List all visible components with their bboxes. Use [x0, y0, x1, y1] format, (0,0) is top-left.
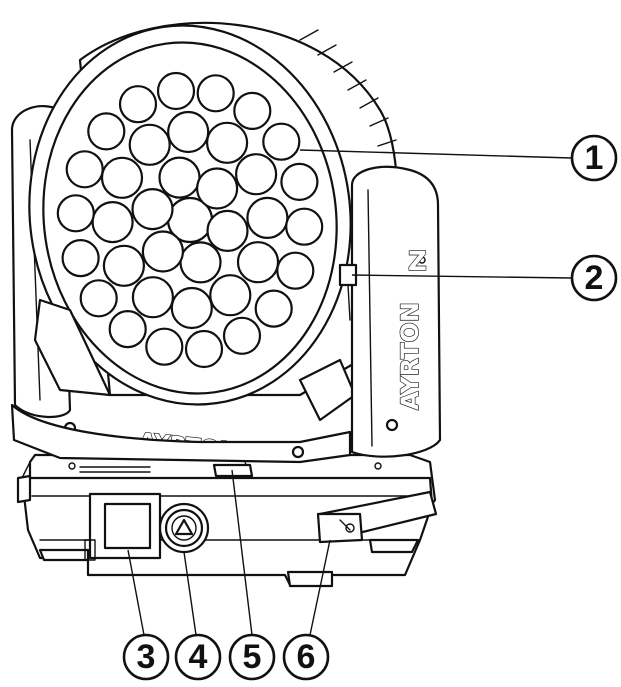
callout-6-label: 6 — [297, 638, 316, 676]
callout-4: 4 — [174, 633, 222, 681]
led-lens — [91, 201, 134, 244]
led-lens — [262, 122, 301, 161]
led-lens — [79, 279, 118, 318]
led-lens — [108, 310, 147, 349]
callout-2-label: 2 — [585, 259, 604, 297]
led-lens — [184, 329, 224, 369]
callout-4-label: 4 — [189, 638, 208, 676]
led-lens — [276, 251, 315, 290]
led-lens — [100, 156, 144, 199]
led-lens — [196, 74, 235, 113]
led-lens — [170, 286, 213, 330]
led-lens — [56, 194, 95, 233]
led-lens — [246, 196, 289, 239]
led-lens — [206, 121, 249, 164]
carry-handle — [316, 490, 438, 544]
callout-5: 5 — [228, 633, 276, 681]
led-lens — [156, 71, 196, 111]
led-lens-array — [56, 71, 324, 369]
leader-5 — [231, 469, 253, 636]
leader-3 — [127, 549, 145, 636]
cooling-fins — [299, 29, 397, 147]
callout-1: 1 — [570, 134, 618, 182]
led-lens — [254, 289, 293, 328]
led-lens — [233, 91, 272, 131]
led-lens — [196, 167, 239, 210]
led-lens — [280, 162, 319, 201]
leader-1 — [299, 149, 573, 159]
led-lens — [118, 85, 158, 124]
led-lens — [285, 207, 324, 246]
led-lens — [206, 209, 249, 252]
callout-6: 6 — [282, 633, 330, 681]
callout-1-label: 1 — [585, 139, 604, 177]
led-lens — [87, 112, 126, 151]
led-lens — [236, 241, 280, 284]
leader-6 — [309, 539, 331, 636]
led-lens — [145, 327, 184, 366]
led-lens — [128, 123, 171, 166]
led-lens — [131, 276, 174, 319]
led-lens — [131, 188, 174, 231]
led-lens — [235, 153, 278, 196]
led-lens — [209, 274, 252, 317]
leader-lines — [127, 149, 573, 636]
led-lens — [65, 150, 104, 189]
callout-2: 2 — [570, 254, 618, 302]
led-lens — [179, 241, 222, 284]
callout-3-label: 3 — [137, 638, 156, 676]
control-knob — [158, 502, 210, 554]
led-lens — [102, 244, 146, 287]
callout-3: 3 — [122, 633, 170, 681]
yoke-brand-text: AYRTON — [396, 302, 424, 410]
yoke-right-arm: Z AYRTON — [350, 165, 442, 458]
leader-2 — [351, 274, 573, 279]
tilt-lock — [338, 263, 358, 321]
led-lens — [141, 230, 184, 273]
led-lens — [158, 156, 201, 199]
leader-4 — [183, 551, 197, 636]
led-lens — [61, 239, 100, 278]
led-lens — [222, 316, 262, 355]
led-lens — [167, 110, 210, 154]
callout-5-label: 5 — [243, 638, 262, 676]
display-panel — [84, 492, 162, 561]
yoke-logo-mark: Z — [408, 247, 427, 277]
fixture-head — [28, 21, 399, 422]
